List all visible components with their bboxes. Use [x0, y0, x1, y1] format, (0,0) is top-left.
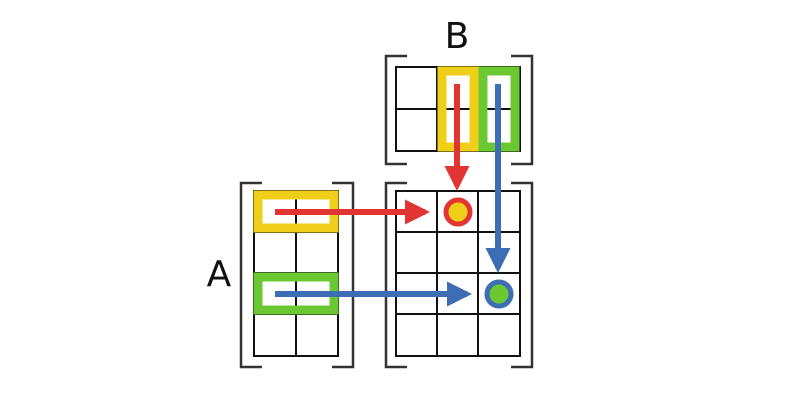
matrix-a-label: A [207, 254, 232, 295]
matrix-a-left-bracket [239, 181, 262, 369]
result-cell-1-2-dot [443, 197, 473, 227]
matrix-a-right-bracket [332, 181, 355, 369]
result-cell-3-3-dot [484, 279, 514, 309]
matrix-b-left-bracket [384, 54, 407, 166]
matrix-b-right-bracket [511, 54, 534, 166]
result-matrix-left-bracket [384, 181, 407, 369]
result-matrix-right-bracket [511, 181, 534, 369]
matrix-b-label: B [445, 16, 470, 57]
